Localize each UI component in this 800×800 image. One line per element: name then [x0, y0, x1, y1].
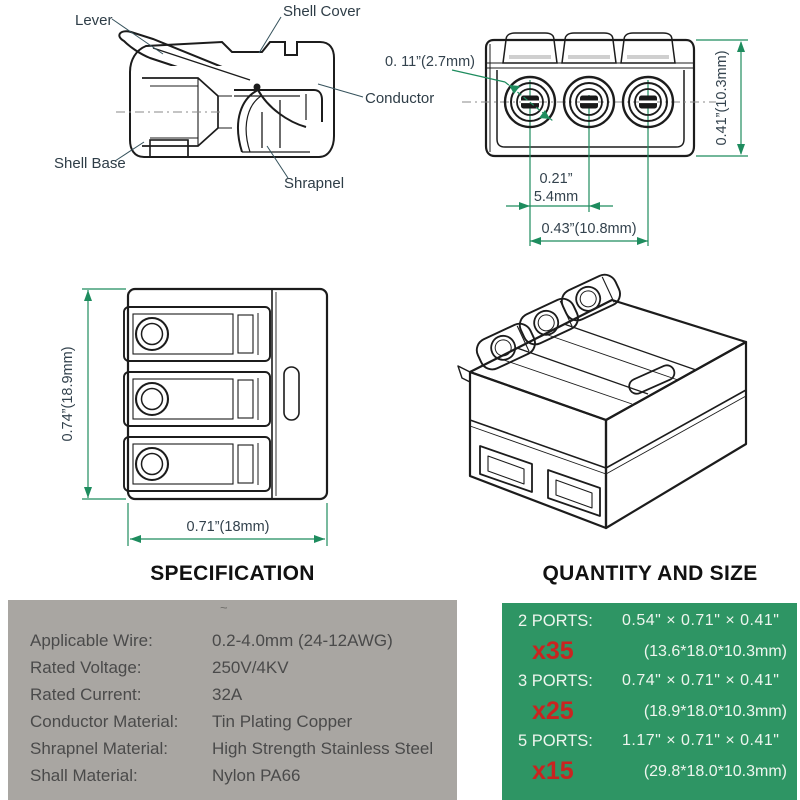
qty-size-inches: 0.74" × 0.71" × 0.41"	[622, 672, 780, 689]
qty-count: x35	[532, 637, 574, 665]
quantity-title: QUANTITY AND SIZE	[542, 562, 758, 585]
qty-size-mm: (13.6*18.0*10.3mm)	[643, 643, 787, 660]
spec-label: Applicable Wire:	[30, 631, 153, 650]
spec-value: Tin Plating Copper	[212, 712, 353, 731]
spec-label: Rated Voltage:	[30, 658, 142, 677]
front-slots	[479, 445, 601, 517]
isometric-view	[457, 273, 748, 530]
conductor-label: Conductor	[365, 90, 434, 107]
dim-pitch-mm: 5.4mm	[534, 189, 578, 205]
dim-hole: 0. 11”(2.7mm)	[385, 54, 475, 70]
lever-sections	[123, 306, 271, 492]
side-cross-section-view: Lever Shell Cover Conductor Shell Base S…	[54, 3, 434, 192]
spec-row-rated-current: Rated Current: 32A	[30, 681, 457, 708]
qty-size-inches: 0.54" × 0.71" × 0.41"	[622, 612, 780, 629]
lever-label: Lever	[75, 12, 113, 29]
spec-value: 32A	[212, 685, 243, 704]
spec-row-shell-material: Shall Material: Nylon PA66	[30, 762, 457, 789]
qty-item-2ports: 2 PORTS: 0.54" × 0.71" × 0.41" x35 (13.6…	[502, 610, 797, 664]
lever-tops	[502, 32, 676, 64]
spec-label: Shall Material:	[30, 766, 138, 785]
spec-value: High Strength Stainless Steel	[212, 739, 434, 758]
stray-mark: ~	[220, 600, 228, 615]
spec-label: Conductor Material:	[30, 712, 179, 731]
dim-height: 0.41”(10.3mm)	[714, 50, 730, 145]
dim-length: 0.74”(18.9mm)	[60, 346, 76, 441]
wire-ports	[503, 75, 675, 129]
shell-base-leader	[114, 141, 145, 162]
spec-value: 250V/4KV	[212, 658, 289, 677]
qty-ports-label: 5 PORTS:	[518, 732, 593, 750]
technical-diagram: Lever Shell Cover Conductor Shell Base S…	[54, 3, 748, 546]
specification-table: Applicable Wire: 0.2-4.0mm (24-12AWG) Ra…	[8, 600, 457, 789]
spec-row-conductor-material: Conductor Material: Tin Plating Copper	[30, 708, 457, 735]
dim-span: 0.43”(10.8mm)	[541, 221, 636, 237]
shrapnel-label: Shrapnel	[284, 175, 344, 192]
rear-port-view: 0. 11”(2.7mm) 0.41”(10.3mm) 0.21” 5.4mm …	[385, 32, 748, 246]
qty-ports-label: 3 PORTS:	[518, 672, 593, 690]
specification-panel: ~ Applicable Wire: 0.2-4.0mm (24-12AWG) …	[8, 600, 457, 800]
quantity-panel: 2 PORTS: 0.54" × 0.71" × 0.41" x35 (13.6…	[502, 603, 797, 800]
lever-leader	[111, 18, 164, 55]
spec-value: 0.2-4.0mm (24-12AWG)	[212, 631, 393, 650]
shell-cover-leader	[258, 16, 282, 54]
dim-width: 0.71”(18mm)	[187, 519, 270, 535]
shell-cover-label: Shell Cover	[283, 3, 361, 20]
spec-value: Nylon PA66	[212, 766, 301, 785]
qty-size-inches: 1.17" × 0.71" × 0.41"	[622, 732, 780, 749]
qty-size-mm: (29.8*18.0*10.3mm)	[643, 763, 787, 780]
conductor-leader	[317, 83, 364, 98]
spec-row-rated-voltage: Rated Voltage: 250V/4KV	[30, 654, 457, 681]
spec-row-applicable-wire: Applicable Wire: 0.2-4.0mm (24-12AWG)	[30, 627, 457, 654]
qty-item-3ports: 3 PORTS: 0.74" × 0.71" × 0.41" x25 (18.9…	[502, 670, 797, 724]
qty-count: x25	[532, 697, 574, 725]
qty-size-mm: (18.9*18.0*10.3mm)	[643, 703, 787, 720]
qty-ports-label: 2 PORTS:	[518, 612, 593, 630]
qty-count: x15	[532, 757, 574, 785]
spec-label: Rated Current:	[30, 685, 142, 704]
top-view: 0.74”(18.9mm) 0.71”(18mm)	[60, 287, 329, 546]
qty-item-5ports: 5 PORTS: 1.17" × 0.71" × 0.41" x15 (29.8…	[502, 730, 797, 784]
spec-row-shrapnel-material: Shrapnel Material: High Strength Stainle…	[30, 735, 457, 762]
shrapnel-leader	[266, 145, 289, 179]
spec-label: Shrapnel Material:	[30, 739, 168, 758]
specification-title: SPECIFICATION	[150, 562, 315, 585]
dim-pitch-in: 0.21”	[539, 171, 572, 187]
iso-levers	[475, 273, 621, 371]
shell-base-label: Shell Base	[54, 155, 126, 172]
